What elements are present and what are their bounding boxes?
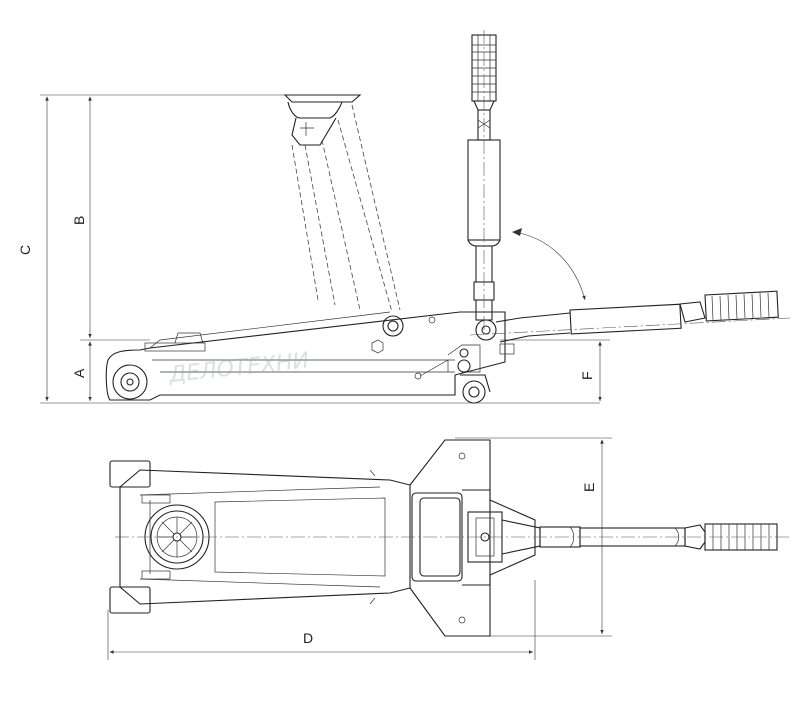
front-wheel-top (109, 460, 151, 488)
upright-handle (467, 30, 501, 330)
label-a: A (71, 368, 87, 378)
front-wheel-bottom (109, 586, 151, 614)
label-d: D (303, 630, 313, 646)
side-view: ДЕЛОТЕХНИ C B A F (17, 30, 791, 404)
watermark: ДЕЛОТЕХНИ (167, 348, 310, 388)
rear-castor (460, 374, 491, 404)
side-frame (105, 311, 506, 401)
rotation-arrow (512, 228, 586, 301)
label-f: F (579, 371, 595, 380)
top-view: D E (107, 437, 790, 660)
rear-plate (409, 439, 541, 637)
label-b: B (71, 216, 87, 225)
label-c: C (17, 245, 33, 255)
label-e: E (581, 483, 597, 492)
dimension-d (107, 580, 536, 660)
dimension-lines-left (40, 94, 610, 404)
front-wheel (112, 364, 148, 400)
lowered-handle (469, 290, 791, 355)
raised-arm-ghost (283, 94, 401, 313)
